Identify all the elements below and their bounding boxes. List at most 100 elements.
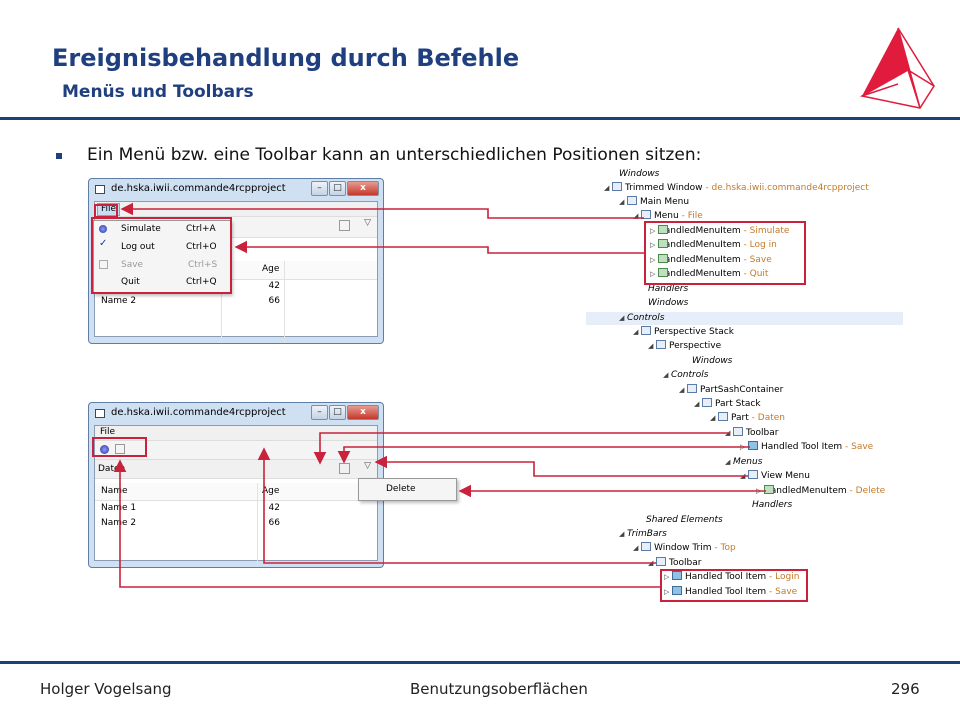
tree-node-perspective-stack[interactable]: ◢Perspective Stack (633, 326, 734, 338)
window-2-title: de.hska.iwii.commande4rcpproject (111, 407, 286, 418)
tree-node-tool-item-save[interactable]: ▷Handled Tool Item - Save (740, 441, 874, 452)
tree-node-tool-item-login[interactable]: ▷Handled Tool Item - Login (664, 571, 800, 582)
tree-label: View Menu (761, 471, 810, 481)
bullet-text: Ein Menü bzw. eine Toolbar kann an unter… (87, 145, 702, 165)
tree-node-trimbars[interactable]: ◢TrimBars (619, 528, 667, 540)
menu-item-delete[interactable]: Delete (386, 484, 416, 494)
tree-node-part[interactable]: ◢Part - Daten (710, 412, 785, 423)
minimize-button[interactable]: – (311, 181, 328, 196)
maximize-button[interactable]: □ (329, 181, 346, 196)
footer-author: Holger Vogelsang (40, 680, 172, 698)
expand-icon: ◢ (648, 559, 654, 567)
view-menu-chevron-icon[interactable]: ▽ (364, 461, 371, 471)
expand-icon: ◢ (619, 314, 625, 322)
tree-node-shared-elements[interactable]: Shared Elements (646, 514, 723, 526)
tree-label: Shared Elements (646, 515, 723, 525)
menu-item-icon (658, 225, 668, 234)
highlight-file-menu (94, 204, 118, 218)
tool-item-icon (748, 441, 758, 450)
minimize-button[interactable]: – (311, 405, 328, 420)
tree-label: Window Trim (654, 543, 712, 553)
tree-node-perspective[interactable]: ◢ Perspective (648, 340, 721, 352)
tree-node-controls[interactable]: ◢Controls (619, 312, 664, 324)
tree-label: Part Stack (715, 399, 761, 409)
tree-node-windows[interactable]: Windows (619, 168, 659, 180)
menu-item-logout-shortcut: Ctrl+O (186, 242, 217, 252)
close-button[interactable]: x (347, 181, 379, 196)
tree-node-handlers[interactable]: Handlers (648, 283, 688, 295)
tree-node-part-sash[interactable]: ◢ PartSashContainer (679, 384, 783, 396)
login-icon[interactable] (100, 445, 109, 454)
tree-node-part-stack[interactable]: ◢Part Stack (694, 398, 761, 410)
highlight-tree-trim-items (660, 569, 808, 602)
tree-node-menuitem-quit[interactable]: ▷HandledMenuItem - Quit (650, 268, 769, 279)
tree-node-menuitem-login[interactable]: ▷HandledMenuItem - Log in (650, 239, 777, 250)
window-1-title: de.hska.iwii.commande4rcpproject (111, 183, 286, 194)
menu-item-simulate[interactable]: Simulate (121, 224, 161, 234)
menu-item-icon (658, 254, 668, 263)
tree-node-tool-item-save[interactable]: ▷Handled Tool Item - Save (664, 586, 798, 597)
tree-node-menuitem-simulate[interactable]: ▷HandledMenuItem - Simulate (650, 225, 790, 236)
maximize-button[interactable]: □ (329, 405, 346, 420)
table-cell-age: 42 (268, 281, 280, 291)
menu-file[interactable]: File (97, 203, 121, 216)
tree-label-id: File (687, 211, 703, 221)
tree-node-toolbar[interactable]: ◢Toolbar (725, 427, 778, 439)
menu-item-logout[interactable]: Log out (121, 242, 155, 252)
save-icon[interactable] (339, 220, 350, 231)
tree-label-id: Top (720, 543, 736, 553)
tree-node-perspective-windows[interactable]: Windows (692, 355, 732, 367)
expand-icon: ◢ (663, 371, 669, 379)
expand-icon: ◢ (679, 386, 685, 394)
tree-label: Handlers (752, 500, 793, 510)
menu-icon (748, 470, 758, 479)
expand-icon: ◢ (740, 472, 746, 480)
tree-label: Part (731, 413, 749, 423)
menubar: File (95, 426, 377, 441)
tree-label: Handled Tool Item (761, 442, 843, 452)
tree-label: Toolbar (669, 558, 702, 568)
window-icon (612, 182, 622, 191)
table-cell-age: 66 (268, 518, 280, 528)
save-icon[interactable] (115, 444, 125, 454)
menu-item-save[interactable]: Save (121, 260, 144, 270)
tree-node-window-trim[interactable]: ◢Window Trim - Top (633, 542, 736, 553)
collapse-icon: ▷ (650, 256, 656, 264)
tree-label-id: Save (851, 442, 874, 452)
app-icon (95, 185, 105, 194)
checkmark-icon: ✓ (99, 238, 108, 249)
tree-node-part-handlers[interactable]: Handlers (752, 499, 792, 511)
menu-item-quit[interactable]: Quit (121, 277, 140, 287)
tree-label-id: Quit (749, 269, 769, 279)
perspective-icon (656, 340, 666, 349)
tree-node-perspective-controls[interactable]: ◢Controls (663, 369, 708, 381)
tree-node-windows[interactable]: Windows (648, 297, 688, 309)
tree-node-view-menu[interactable]: ◢ View Menu (740, 470, 810, 482)
tree-node-menuitem-save[interactable]: ▷HandledMenuItem - Save (650, 254, 772, 265)
table-cell-name: Name 1 (101, 503, 137, 513)
tree-node-trimmed-window[interactable]: ◢Trimmed Window - de.hska.iwii.commande4… (604, 182, 869, 193)
tree-label: HandledMenuItem (658, 255, 741, 265)
tree-label: Main Menu (640, 197, 690, 207)
table-cell-age: 66 (268, 296, 280, 306)
tree-label: PartSashContainer (700, 385, 784, 395)
save-icon[interactable] (339, 463, 350, 474)
tree-node-trim-toolbar[interactable]: ◢ Toolbar (648, 557, 701, 569)
bullet-marker (56, 153, 62, 159)
save-icon (99, 260, 108, 269)
tree-node-menuitem-delete[interactable]: ▷HandledMenuItem - Delete (756, 485, 886, 496)
expand-icon: ◢ (725, 458, 731, 466)
tree-label: Windows (692, 356, 733, 366)
view-menu-chevron-icon[interactable]: ▽ (364, 218, 371, 228)
close-button[interactable]: x (347, 405, 379, 420)
menu-file[interactable]: File (100, 427, 116, 437)
tree-label: Handled Tool Item (685, 587, 767, 597)
tree-node-main-menu[interactable]: ◢Main Menu (619, 196, 689, 208)
menu-item-icon (658, 239, 668, 248)
table-cell-name: Name 2 (101, 518, 137, 528)
expand-icon: ◢ (633, 328, 639, 336)
tree-label: Perspective (669, 341, 722, 351)
tree-node-menus[interactable]: ◢Menus (725, 456, 762, 468)
part-header: Daten ▽ (95, 460, 377, 479)
expand-icon: ◢ (648, 342, 654, 350)
